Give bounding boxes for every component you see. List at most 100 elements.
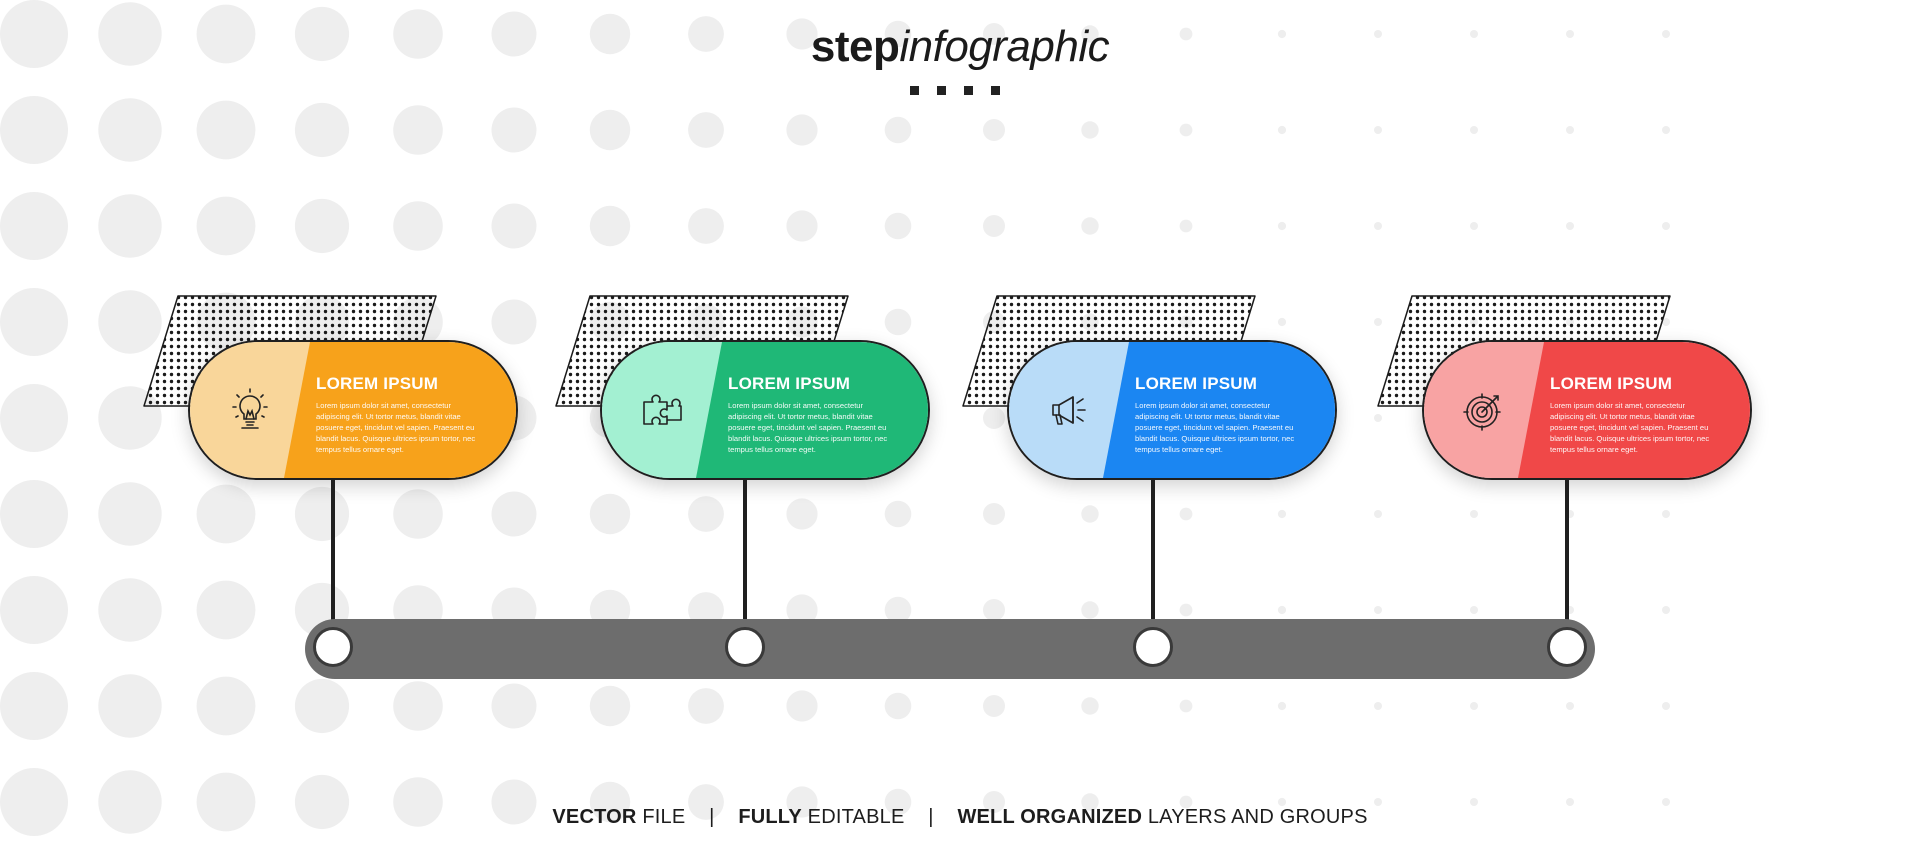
footer-part1-rest: FILE [636, 806, 686, 828]
background-dot [1277, 605, 1287, 615]
background-dot [98, 2, 162, 66]
background-dot [1662, 30, 1670, 38]
background-dot [1662, 702, 1670, 710]
background-dot [786, 210, 818, 242]
step-card-4: LOREM IPSUM Lorem ipsum dolor sit amet, … [1422, 340, 1752, 480]
background-dot [1374, 798, 1382, 806]
background-dot [1662, 606, 1670, 614]
background-dot [1374, 510, 1382, 518]
page-title: stepinfographic [0, 22, 1920, 72]
background-dot [491, 683, 537, 729]
decor-square [991, 86, 1000, 95]
title-bold: step [810, 22, 900, 71]
background-dot [491, 491, 537, 537]
background-dot [884, 596, 912, 624]
background-dot [983, 23, 1005, 45]
step-card-2: LOREM IPSUM Lorem ipsum dolor sit amet, … [600, 340, 930, 480]
background-dot [1179, 603, 1193, 617]
footer-part3-bold: WELL ORGANIZED [957, 806, 1143, 828]
background-dot [884, 212, 912, 240]
background-dot [1081, 505, 1099, 523]
background-dot [1277, 221, 1287, 231]
background-dot [1081, 697, 1099, 715]
lightbulb-icon [232, 388, 268, 429]
background-dot [688, 208, 724, 244]
background-dot [589, 205, 631, 247]
background-dot [1662, 798, 1670, 806]
connector-stem-1 [331, 480, 335, 620]
background-dot [0, 96, 68, 164]
step-card-1-main [284, 342, 516, 478]
background-dot [0, 0, 68, 68]
connector-stem-3 [1151, 480, 1155, 620]
background-dot [294, 774, 350, 830]
background-dot [1277, 317, 1287, 327]
background-dot [786, 498, 818, 530]
decor-square [964, 86, 973, 95]
step-card-2-main [696, 342, 928, 478]
background-dot [688, 112, 724, 148]
footer-part1-bold: VECTOR [552, 806, 637, 828]
decor-square [910, 86, 919, 95]
background-dot [786, 786, 818, 818]
timeline-node-1 [313, 627, 353, 667]
background-dot [393, 201, 443, 251]
background-dot [0, 576, 68, 644]
background-dot [0, 672, 68, 740]
timeline-node-4 [1547, 627, 1587, 667]
step-description: Lorem ipsum dolor sit amet, consectetur … [728, 401, 888, 454]
background-dot [0, 480, 68, 548]
background-dot [1566, 798, 1574, 806]
background-dot [589, 685, 631, 727]
background-dot [1081, 25, 1099, 43]
decor-square [937, 86, 946, 95]
background-dot [688, 688, 724, 724]
background-dot [491, 299, 537, 345]
background-dot [1470, 510, 1478, 518]
background-dot [1470, 222, 1478, 230]
timeline-track [305, 619, 1595, 679]
background-dot [983, 407, 1005, 429]
background-dot [98, 770, 162, 834]
background-dot [1179, 507, 1193, 521]
background-dot [0, 288, 68, 356]
background-dot [0, 768, 68, 836]
background-dot [294, 198, 350, 254]
background-dot [393, 489, 443, 539]
background-dot [884, 308, 912, 336]
background-dot [393, 777, 443, 827]
background-dot [1081, 601, 1099, 619]
background-dot [1374, 126, 1382, 134]
background-dot [1374, 222, 1382, 230]
background-dot [196, 196, 256, 256]
background-dot [1179, 219, 1193, 233]
background-dot [786, 594, 818, 626]
background-dot [1662, 510, 1670, 518]
step-description: Lorem ipsum dolor sit amet, consectetur … [316, 401, 476, 454]
background-dot [1081, 217, 1099, 235]
background-dot [98, 578, 162, 642]
background-dot [1566, 702, 1574, 710]
step-heading: LOREM IPSUM [1550, 374, 1673, 393]
background-dot [491, 11, 537, 57]
footer-part2-rest: EDITABLE [801, 806, 905, 828]
background-dot [786, 690, 818, 722]
step-card-3-main [1103, 342, 1335, 478]
title-italic: infographic [899, 22, 1110, 71]
footer-caption: VECTOR FILE | FULLY EDITABLE | WELL ORGA… [0, 806, 1920, 829]
background-dot [294, 6, 350, 62]
background-dot [688, 592, 724, 628]
megaphone-icon [1052, 396, 1086, 425]
background-dot [491, 203, 537, 249]
background-dot [1277, 29, 1287, 39]
background-dot [196, 676, 256, 736]
background-dot [1662, 318, 1670, 326]
background-dot [884, 788, 912, 816]
background-dot [294, 102, 350, 158]
background-dot [1374, 606, 1382, 614]
background-dot [1374, 702, 1382, 710]
background-dot [294, 678, 350, 734]
background-dot [1277, 509, 1287, 519]
connector-stem-2 [743, 480, 747, 620]
